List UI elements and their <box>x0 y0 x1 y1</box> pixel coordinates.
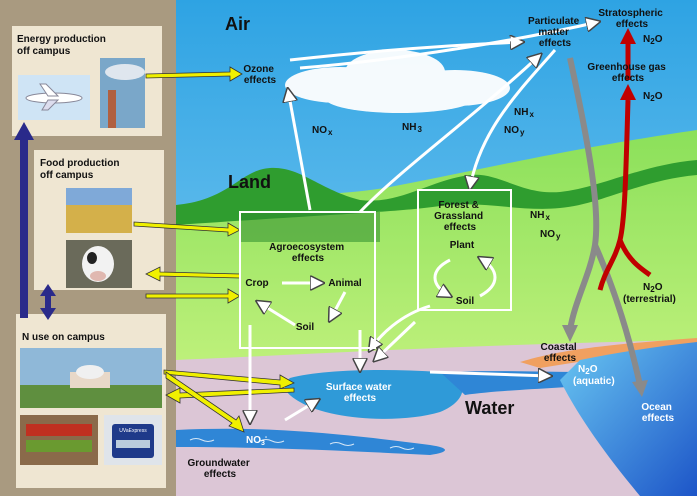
n2o-arrowheads <box>620 28 636 100</box>
n2o-aquatic-label: N2O <box>578 364 598 376</box>
water-label: Water <box>465 398 514 418</box>
forest-effects-label: Forest & Grassland effects <box>434 200 486 233</box>
agroecosystem-effects-label: Agroecosystem effects <box>269 242 347 264</box>
yellow-arrows <box>133 66 295 433</box>
agro-soil-node: Soil <box>296 322 315 333</box>
crop-node: Crop <box>245 278 268 289</box>
ocean <box>560 342 697 496</box>
campus-panel-title: N use on campus <box>22 332 105 343</box>
n2o-terrestrial-label: N2O <box>643 282 663 294</box>
gray-deposition-arrows <box>567 57 643 386</box>
groundwater-effects-label: Groundwater effects <box>187 458 252 480</box>
animal-node: Animal <box>328 278 362 289</box>
surface-water-effects-label: Surface water effects <box>326 382 394 404</box>
aquatic-label: (aquatic) <box>573 376 615 387</box>
particulate-effects-label: Particulate matter effects <box>528 16 582 49</box>
ozone-effects-label: Ozone effects <box>243 64 276 86</box>
no3-label: NO3- <box>246 434 268 447</box>
cafeteria-image <box>20 415 98 465</box>
n2o-emission-arrows <box>597 40 652 291</box>
rotunda-image <box>20 348 162 408</box>
smokestack-image <box>100 58 145 128</box>
bus-sign: UVaExpress <box>119 428 147 434</box>
nhx-upper-label: NHx <box>514 107 534 119</box>
coastal-effects-label: Coastal effects <box>541 342 580 364</box>
air-label: Air <box>225 14 250 34</box>
campus-food-double-arrow <box>40 284 56 320</box>
food-panel-title: Food production off campus <box>40 158 122 181</box>
energy-panel-title: Energy production off campus <box>17 34 109 57</box>
cow-image <box>66 240 132 288</box>
wheat-field-image <box>66 188 132 233</box>
noy-lower-label: NOy <box>540 229 561 241</box>
white-flow-arrows <box>250 22 598 422</box>
terrestrial-label: (terrestrial) <box>623 294 676 305</box>
beach <box>520 338 697 368</box>
nhx-lower-label: NHx <box>530 210 550 222</box>
n2o-greenhouse-label: N2O <box>643 91 663 103</box>
nh3-label: NH3 <box>402 122 422 134</box>
noy-upper-label: NOy <box>504 125 525 137</box>
plant-node: Plant <box>450 240 475 251</box>
land-region <box>176 130 697 360</box>
stratospheric-effects-label: Stratospheric effects <box>598 8 665 30</box>
river <box>440 371 600 395</box>
surface-water <box>284 370 463 419</box>
gray-arrowheads <box>562 325 648 397</box>
groundwater <box>176 428 445 455</box>
forest-soil-node: Soil <box>456 296 475 307</box>
greenhouse-effects-label: Greenhouse gas effects <box>587 62 668 84</box>
bus-image: UVaExpress <box>104 415 162 465</box>
agroecosystem-box <box>239 211 376 349</box>
nox-label: NOx <box>312 125 333 137</box>
land-label: Land <box>228 172 271 192</box>
n2o-stratospheric-label: N2O <box>643 34 663 46</box>
hills <box>176 160 697 225</box>
crop-field <box>240 212 380 242</box>
forest-box <box>417 189 512 311</box>
campus-to-energy-arrow <box>14 122 34 318</box>
airplane-image <box>18 75 90 120</box>
ocean-effects-label: Ocean effects <box>641 402 674 424</box>
groundwater-waves <box>189 438 415 450</box>
